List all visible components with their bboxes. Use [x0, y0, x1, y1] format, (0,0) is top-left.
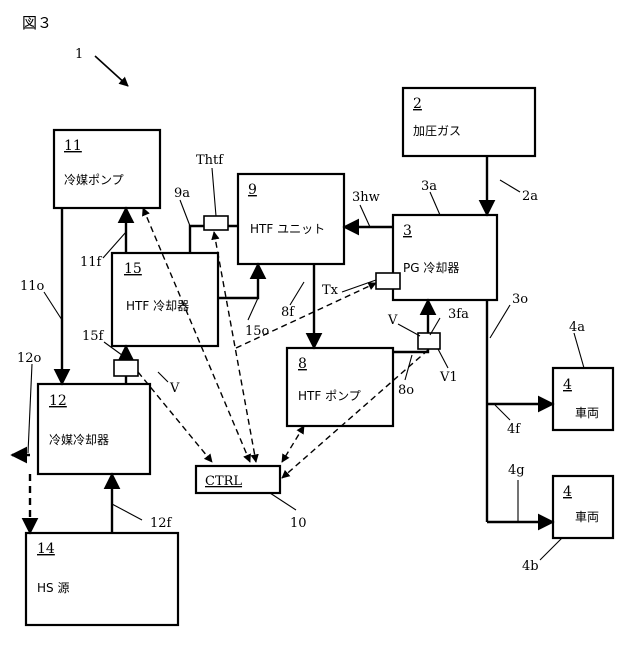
box-9-label: HTF ユニット — [250, 222, 325, 236]
leader-9a — [180, 200, 190, 226]
box-4-vehicle-b: 4 車両 — [553, 476, 613, 538]
leader-thtf — [212, 168, 216, 216]
box-ctrl-controller: CTRL — [196, 466, 280, 493]
leader-12f — [112, 504, 142, 520]
box-9-htf-unit: 9 HTF ユニット — [238, 174, 344, 264]
sensor-tx — [376, 273, 400, 289]
ref-12f: 12f — [150, 516, 173, 531]
ctrl-label: CTRL — [205, 474, 242, 489]
leader-8o — [405, 355, 412, 380]
box-15-htf-cooler: 15 HTF 冷却器 — [112, 253, 218, 346]
box-9-number: 9 — [248, 182, 257, 198]
box-12-label: 冷媒冷却器 — [49, 433, 109, 447]
box-8-number: 8 — [298, 356, 307, 372]
box-2-number: 2 — [413, 96, 422, 112]
box-15-number: 15 — [124, 261, 142, 277]
box-15-label: HTF 冷却器 — [126, 299, 189, 313]
flow-15o — [218, 264, 258, 298]
ref-2a: 2a — [522, 189, 538, 204]
box-4-vehicle-a: 4 車両 — [553, 368, 613, 430]
ref-v1: V1 — [439, 370, 458, 385]
leader-3a — [430, 192, 440, 215]
ref-9a: 9a — [174, 186, 190, 201]
leader-10 — [270, 493, 296, 510]
leader-4b — [540, 538, 562, 560]
ref-4a: 4a — [569, 320, 585, 335]
box-14-number: 14 — [37, 541, 55, 557]
box-4b-number: 4 — [563, 484, 572, 500]
leader-12o — [28, 364, 32, 453]
ref-1-arrow — [95, 56, 128, 86]
ref-4b: 4b — [522, 559, 539, 574]
ref-3a: 3a — [421, 179, 437, 194]
valve-v1 — [418, 333, 440, 349]
ref-3hw: 3hw — [352, 190, 380, 205]
leader-2a — [500, 180, 520, 192]
box-14-hs-source: 14 HS 源 — [26, 533, 178, 625]
ref-11f: 11f — [80, 255, 103, 270]
box-4a-number: 4 — [563, 377, 572, 393]
box-14-label: HS 源 — [37, 581, 69, 595]
box-3-label: PG 冷却器 — [403, 261, 459, 275]
leader-8f — [290, 282, 304, 305]
signal-8-ctrl — [282, 426, 304, 462]
leader-v1 — [438, 349, 448, 368]
box-3-number: 3 — [403, 223, 412, 239]
ref-8f: 8f — [281, 305, 295, 320]
box-4a-label: 車両 — [575, 406, 599, 420]
ref-4g: 4g — [508, 463, 525, 478]
box-4b-label: 車両 — [575, 510, 599, 524]
box-3-pg-cooler: 3 PG 冷却器 — [393, 215, 497, 300]
ref-v-left: V — [169, 381, 180, 396]
box-11-refrigerant-pump: 11 冷媒ポンプ — [54, 130, 160, 208]
box-8-label: HTF ポンプ — [298, 389, 361, 403]
ref-3fa: 3fa — [448, 307, 469, 322]
signal-thtf-ctrl — [214, 232, 256, 462]
leader-v-right — [398, 324, 420, 336]
leader-3hw — [360, 205, 370, 227]
ref-8o: 8o — [398, 383, 414, 398]
leader-v-left — [158, 372, 168, 382]
ref-tx: Tx — [322, 283, 339, 298]
box-2-label: 加圧ガス — [413, 124, 461, 138]
valve-v — [114, 360, 138, 376]
ref-11o: 11o — [20, 279, 45, 294]
ref-3o: 3o — [512, 292, 528, 307]
leader-11o — [44, 292, 62, 320]
box-8-htf-pump: 8 HTF ポンプ — [287, 348, 393, 426]
ref-10: 10 — [290, 516, 307, 531]
ref-12o: 12o — [17, 351, 42, 366]
ref-v-right: V — [387, 313, 398, 328]
leader-3o — [490, 305, 510, 338]
ref-15f: 15f — [82, 329, 105, 344]
box-11-number: 11 — [64, 138, 82, 154]
box-12-number: 12 — [49, 393, 67, 409]
ref-1-label: 1 — [75, 47, 83, 62]
box-11-label: 冷媒ポンプ — [64, 173, 124, 187]
leader-4f — [495, 405, 510, 420]
box-12-refrigerant-cooler: 12 冷媒冷却器 — [38, 384, 150, 474]
ref-4f: 4f — [507, 422, 521, 437]
ref-thtf: Thtf — [196, 153, 224, 168]
leader-4a — [574, 333, 584, 368]
box-2-pressurized-gas: 2 加圧ガス — [403, 88, 535, 156]
figure-title: 図３ — [22, 14, 52, 32]
leader-15o — [248, 298, 258, 320]
ref-15o: 15o — [245, 324, 270, 339]
sensor-thtf — [204, 216, 228, 230]
